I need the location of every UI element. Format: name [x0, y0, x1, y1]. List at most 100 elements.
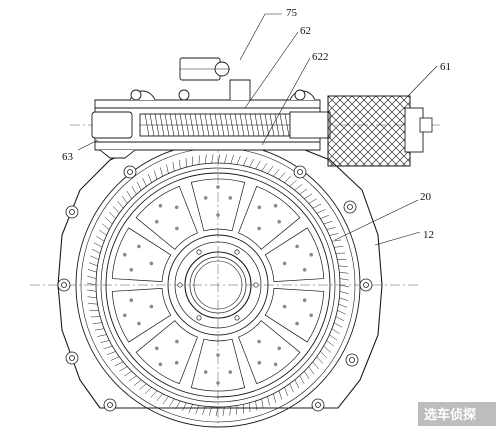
- housing-bolt-bore: [69, 209, 75, 215]
- friction-pad: [264, 288, 325, 343]
- gear-tooth: [87, 296, 97, 299]
- gear-tooth: [128, 375, 137, 382]
- worm-thread-line: [234, 113, 240, 137]
- rivet: [123, 313, 127, 318]
- gear-tooth: [160, 167, 163, 177]
- rivet: [174, 205, 179, 210]
- friction-pad: [111, 227, 172, 282]
- gear-tooth: [92, 322, 103, 324]
- housing-bolt-bore: [347, 204, 353, 210]
- friction-pad: [190, 338, 246, 392]
- rivet: [175, 226, 179, 231]
- disc-20-outer: [105, 172, 331, 398]
- housing-bolt-bore: [69, 355, 75, 361]
- gear-tooth: [100, 340, 110, 343]
- gear-tooth: [148, 174, 152, 183]
- gear-tooth: [88, 262, 98, 267]
- gear-tooth: [87, 289, 97, 292]
- housing-bolt-bore: [127, 169, 133, 175]
- rivet: [228, 196, 233, 200]
- gear-tooth: [299, 375, 305, 384]
- gear-tooth: [87, 269, 97, 273]
- rivet: [282, 304, 287, 309]
- gear-tooth: [331, 328, 340, 335]
- gear-tooth: [316, 209, 326, 214]
- gear-tooth: [109, 211, 116, 219]
- gear-tooth: [114, 361, 124, 367]
- rivet: [302, 298, 307, 303]
- rivet: [158, 203, 163, 208]
- gear-tooth: [278, 172, 286, 180]
- gear-tooth: [215, 406, 219, 417]
- leader-lines: [77, 13, 438, 246]
- worm-thread-line: [264, 113, 270, 137]
- hub-bolt: [196, 249, 202, 255]
- rivet: [295, 244, 299, 249]
- gear-tooth: [326, 340, 334, 347]
- rivet: [216, 213, 220, 217]
- friction-pad: [135, 185, 198, 250]
- gear-tooth: [329, 233, 339, 236]
- gear-tooth: [236, 155, 241, 165]
- rivet: [203, 196, 208, 200]
- gear-tooth: [308, 366, 315, 375]
- gear-tooth: [339, 284, 350, 288]
- gear-tooth: [86, 282, 97, 286]
- worm-thread-line: [254, 113, 260, 137]
- worm-thread-line: [199, 113, 205, 137]
- rivet: [228, 370, 233, 374]
- callout-62: 62: [300, 25, 311, 37]
- rivet: [137, 244, 141, 249]
- gear-tooth: [162, 396, 169, 405]
- gear-tooth: [312, 361, 319, 370]
- gear-tooth: [267, 396, 270, 406]
- rivet: [273, 203, 278, 208]
- rivet: [155, 219, 159, 224]
- rivet: [302, 268, 307, 272]
- gear-tooth: [208, 406, 212, 416]
- gear-tooth: [90, 255, 99, 260]
- gear-tooth: [335, 316, 345, 322]
- gear-tooth: [119, 366, 128, 372]
- rivet: [273, 362, 278, 367]
- gear-tooth: [299, 188, 308, 195]
- gear-tooth: [172, 161, 175, 172]
- gear-tooth: [289, 383, 294, 393]
- callout-75: 75: [286, 7, 298, 19]
- worm-thread-line: [144, 113, 150, 137]
- ring-gear-teeth: [86, 153, 350, 417]
- worm-thread-line: [269, 113, 275, 137]
- gear-tooth: [308, 198, 317, 204]
- gear-tooth: [337, 310, 346, 315]
- gear-tooth: [166, 164, 169, 174]
- worm-thread-line: [194, 113, 200, 137]
- worm-thread-line: [219, 113, 225, 137]
- worm-shaft-assembly-62: [91, 79, 331, 159]
- gear-tooth: [333, 322, 343, 328]
- gear-tooth: [202, 406, 206, 416]
- friction-pad: [135, 320, 198, 385]
- gear-tooth: [329, 334, 338, 341]
- gear-tooth: [110, 356, 120, 361]
- rivet: [174, 360, 179, 365]
- gear-tooth: [87, 275, 97, 279]
- gear-tooth: [224, 154, 228, 164]
- gear-tooth: [195, 405, 200, 415]
- worm-thread-line: [154, 113, 160, 137]
- gear-tooth: [136, 181, 142, 191]
- gear-tooth: [133, 379, 142, 386]
- gear-tooth: [175, 400, 181, 410]
- gear-tooth: [294, 184, 303, 191]
- gear-tooth: [326, 227, 336, 230]
- hub-bolt: [253, 282, 259, 288]
- gear-tooth: [339, 297, 349, 301]
- ring-gear-inner: [95, 162, 341, 408]
- housing-bolt-holes: [57, 165, 373, 412]
- rivet: [203, 370, 208, 374]
- gear-tooth: [243, 157, 248, 166]
- pad-rivets: [123, 185, 314, 385]
- watermark: 选车侦探: [418, 402, 496, 426]
- callout-63: 63: [62, 151, 74, 163]
- housing-bolt-bore: [315, 402, 321, 408]
- gear-tooth: [304, 193, 313, 199]
